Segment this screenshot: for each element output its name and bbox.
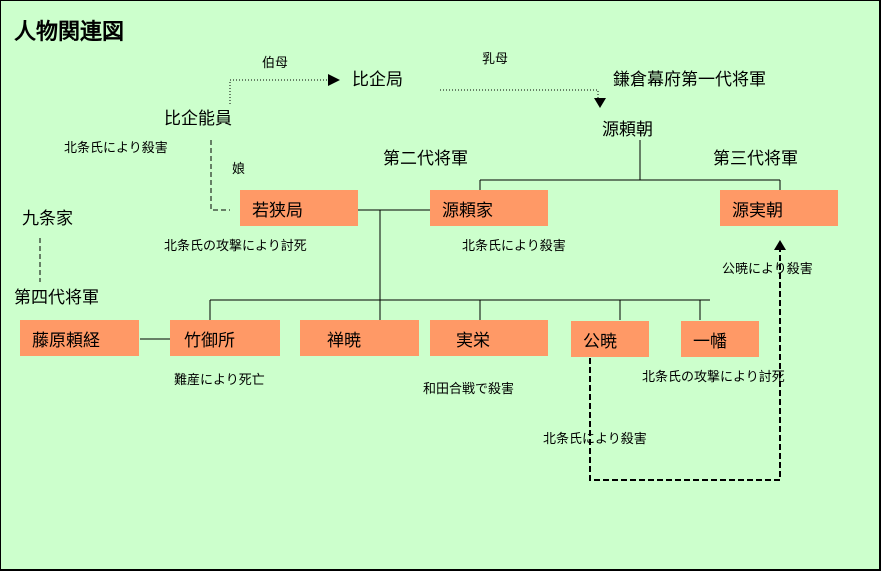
person-box-yoritsune: 藤原頼経 [20, 320, 139, 356]
person-box-jitsuei: 実栄 [430, 320, 548, 356]
person-yoritomo: 源頼朝 [602, 120, 653, 140]
third-shogun-label: 第三代将軍 [713, 149, 798, 169]
person-yoriie: 源頼家 [442, 200, 493, 221]
person-box-wakasa: 若狭局 [240, 190, 358, 226]
wet-nurse-label: 乳母 [482, 52, 509, 67]
person-ichiman: 一幡 [693, 331, 727, 352]
person-kujo: 九条家 [22, 209, 73, 229]
person-yoritsune: 藤原頼経 [32, 330, 100, 351]
jitsuei-fate-note: 和田合戦で殺害 [423, 382, 515, 397]
wakasa-fate-note: 北条氏の攻撃により討死 [164, 239, 307, 254]
person-box-ichiman: 一幡 [681, 321, 759, 357]
person-box-take: 竹御所 [170, 320, 280, 356]
first-shogun-label: 鎌倉幕府第一代将軍 [613, 70, 766, 90]
second-shogun-label: 第二代将軍 [383, 149, 468, 169]
take-fate-note: 難産により死亡 [174, 373, 265, 388]
person-sanetomo: 源実朝 [732, 200, 783, 221]
person-hiki-yoshikazu: 比企能員 [164, 109, 232, 129]
person-take: 竹御所 [184, 330, 235, 351]
person-hiki-no-tsubone: 比企局 [352, 70, 403, 90]
sanetomo-fate-note: 公暁により殺害 [722, 262, 813, 277]
person-jitsuei: 実栄 [456, 330, 490, 351]
person-box-zengyo: 禅暁 [300, 320, 419, 356]
kugyo-fate-note: 北条氏により殺害 [543, 432, 647, 447]
fourth-shogun-label: 第四代将軍 [14, 288, 99, 308]
hiki-fate-note: 北条氏により殺害 [64, 141, 168, 156]
ichiman-fate-note: 北条氏の攻撃により討死 [642, 370, 785, 385]
person-box-kugyo: 公暁 [571, 321, 649, 357]
person-wakasa: 若狭局 [252, 200, 303, 221]
aunt-label: 伯母 [262, 56, 289, 71]
person-kugyo: 公暁 [583, 331, 617, 352]
page-title: 人物関連図 [14, 20, 125, 45]
person-zengyo: 禅暁 [327, 330, 361, 351]
daughter-label: 娘 [232, 162, 246, 177]
person-box-sanetomo: 源実朝 [720, 190, 838, 226]
person-box-yoriie: 源頼家 [430, 190, 548, 226]
yoriie-fate-note: 北条氏により殺害 [462, 239, 566, 254]
